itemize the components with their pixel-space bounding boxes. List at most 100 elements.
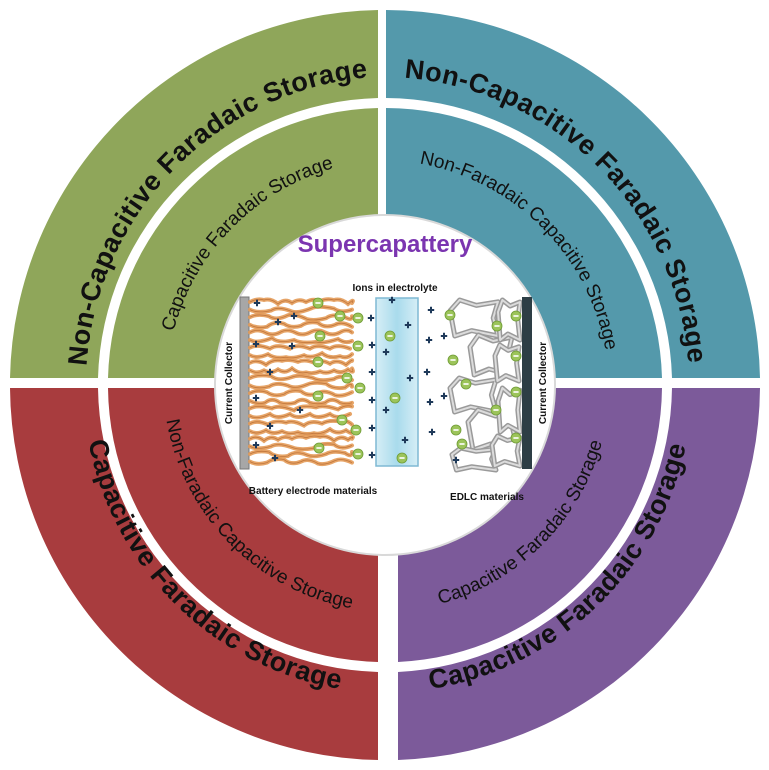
positive-ion-icon [253, 299, 261, 307]
inner-segment-bottom-right [398, 388, 662, 662]
negative-ion-icon [312, 390, 324, 402]
fiber-outline [249, 352, 353, 359]
fiber-outline [249, 321, 353, 328]
positive-ion-icon [290, 312, 298, 320]
negative-ion-icon [334, 310, 346, 322]
negative-ion-icon [312, 356, 324, 368]
negative-ion-icon [314, 330, 326, 342]
outer-segment-top-left [10, 10, 378, 378]
positive-ion-icon [401, 436, 409, 444]
negative-ion-icon [450, 424, 462, 436]
negative-ion-icon [456, 438, 468, 450]
negative-ion-icon [354, 382, 366, 394]
negative-ion-icon [510, 350, 522, 362]
positive-ion-icon [266, 422, 274, 430]
positive-ion-icon [368, 424, 376, 432]
positive-ion-icon [252, 340, 260, 348]
positive-ion-icon [406, 374, 414, 382]
edlc-pore-inner [449, 299, 499, 337]
battery-electrode-fibers [248, 297, 355, 467]
fiber-outline [249, 428, 353, 435]
positive-ion-icon [425, 336, 433, 344]
negative-ion-icon [389, 392, 401, 404]
fiber-outline [249, 435, 354, 442]
center-title: Supercapattery [298, 231, 473, 258]
positive-ion-icon [266, 368, 274, 376]
right-current-collector [522, 297, 532, 469]
negative-ion-icon [384, 330, 396, 342]
fiber-outline [249, 298, 354, 305]
negative-ion-icon [460, 378, 472, 390]
positive-ion-icon [368, 396, 376, 404]
positive-ion-icon [288, 342, 296, 350]
edlc-label: EDLC materials [450, 492, 524, 503]
outer-segment-top-right [386, 10, 760, 378]
edlc-pore-inner [491, 435, 521, 467]
inner-segment-top-right [386, 108, 662, 378]
negative-ion-icon [396, 452, 408, 464]
negative-ion-icon [352, 448, 364, 460]
negative-ion-icon [312, 297, 324, 309]
fiber-outline [249, 405, 353, 411]
positive-ion-icon [382, 348, 390, 356]
inner-segment-top-left [108, 108, 378, 378]
fiber-outline [249, 330, 353, 335]
outer-segment-bottom-left [10, 388, 378, 760]
left-collector-label: Current Collector [224, 342, 235, 424]
positive-ion-icon [368, 368, 376, 376]
positive-ion-icon [388, 296, 396, 304]
positive-ion-icon [452, 456, 460, 464]
fiber-outline [249, 413, 351, 418]
outer-ring [10, 10, 760, 760]
positive-ion-icon [252, 441, 260, 449]
negative-ion-icon [350, 424, 362, 436]
ions [252, 296, 522, 464]
positive-ion-icon [440, 332, 448, 340]
negative-ion-icon [510, 310, 522, 322]
inner-ring [108, 108, 662, 662]
negative-ion-icon [352, 340, 364, 352]
negative-ion-icon [313, 442, 325, 454]
positive-ion-icon [296, 406, 304, 414]
positive-ion-icon [404, 321, 412, 329]
edlc-pore-inner [497, 387, 521, 433]
positive-ion-icon [274, 318, 282, 326]
electrolyte-band [375, 297, 419, 467]
positive-ion-icon [423, 368, 431, 376]
negative-ion-icon [510, 432, 522, 444]
positive-ion-icon [440, 392, 448, 400]
ions-label: Ions in electrolyte [352, 283, 437, 294]
positive-ion-icon [427, 306, 435, 314]
positive-ion-icon [368, 341, 376, 349]
negative-ion-icon [336, 414, 348, 426]
fiber-outline [249, 337, 353, 344]
fiber-outline [249, 359, 353, 366]
negative-ion-icon [490, 404, 502, 416]
fiber-outline [249, 458, 353, 465]
outer-segment-bottom-right [398, 388, 760, 760]
fiber-outline [249, 374, 353, 381]
negative-ion-icon [352, 312, 364, 324]
fiber-outline [249, 306, 353, 313]
inner-segment-bottom-left [108, 388, 378, 662]
positive-ion-icon [271, 454, 279, 462]
left-current-collector [239, 296, 250, 470]
negative-ion-icon [444, 309, 456, 321]
negative-ion-icon [491, 320, 503, 332]
positive-ion-icon [426, 398, 434, 406]
positive-ion-icon [428, 428, 436, 436]
negative-ion-icon [447, 354, 459, 366]
battery-label: Battery electrode materials [249, 486, 378, 497]
fiber-outline [249, 399, 353, 405]
positive-ion-icon [252, 394, 260, 402]
negative-ion-icon [341, 372, 353, 384]
positive-ion-icon [382, 406, 390, 414]
fiber-outline [249, 345, 351, 350]
fiber-outline [249, 450, 353, 457]
fiber-outline [249, 443, 353, 450]
fiber-outline [249, 382, 353, 389]
right-collector-label: Current Collector [538, 342, 549, 424]
fiber-outline [249, 390, 353, 397]
positive-ion-icon [368, 451, 376, 459]
